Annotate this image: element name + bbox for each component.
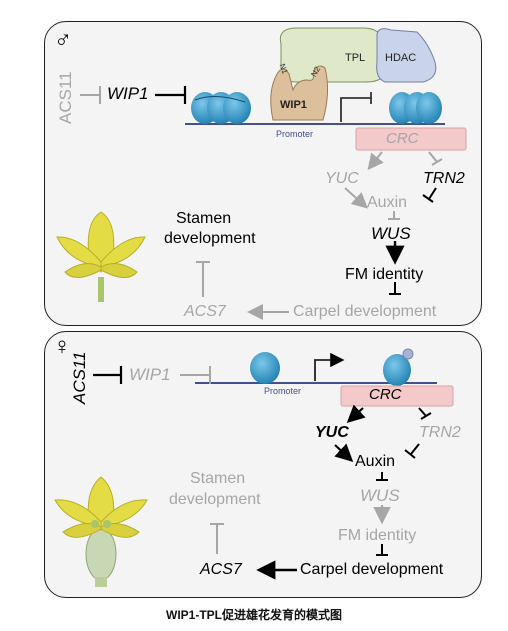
crc-label: CRC bbox=[386, 130, 419, 147]
nucleosome-right bbox=[383, 354, 411, 386]
nucleosome-left bbox=[250, 352, 280, 384]
wip1-gene-label: WIP1 bbox=[129, 365, 171, 384]
yuc-label: YUC bbox=[315, 424, 349, 441]
crc-box bbox=[355, 127, 467, 151]
crc-box bbox=[340, 385, 454, 407]
tpl-protein bbox=[279, 27, 386, 83]
carpel-development-label: Carpel development bbox=[293, 303, 437, 320]
carpel-development-label: Carpel development bbox=[300, 561, 444, 578]
female-diagram-graphics bbox=[54, 348, 454, 587]
trn2-label: TRN2 bbox=[419, 424, 461, 441]
figure-caption: WIP1-TPL促进雄花发育的模式图 bbox=[166, 608, 342, 622]
yuc-label: YUC bbox=[325, 170, 359, 187]
male-flower-panel: ♂ TPL HDAC N1 N2 WIP1 Promoter ACS11 WIP… bbox=[44, 21, 482, 326]
hdac-protein bbox=[376, 28, 437, 83]
stamen-label-line2: development bbox=[164, 230, 256, 247]
acs7-label: ACS7 bbox=[200, 561, 242, 578]
male-diagram-graphics bbox=[56, 27, 467, 320]
promoter-label: Promoter bbox=[276, 129, 314, 139]
wus-label: WUS bbox=[360, 486, 400, 505]
acetyl-mark bbox=[402, 348, 414, 360]
tpl-label: TPL bbox=[345, 52, 366, 64]
promoter-label: Promoter bbox=[264, 386, 302, 396]
fm-identity-label: FM identity bbox=[338, 527, 417, 544]
trn2-label: TRN2 bbox=[423, 170, 465, 187]
stamen-label-line2: development bbox=[169, 491, 261, 508]
nucleosome-left bbox=[191, 92, 251, 124]
male-flower-illustration bbox=[56, 211, 146, 302]
wip1-protein-label: WIP1 bbox=[280, 99, 307, 111]
acs11-label: ACS11 bbox=[70, 351, 89, 404]
wus-label: WUS bbox=[371, 224, 411, 243]
auxin-label: Auxin bbox=[367, 194, 408, 211]
nucleosome-right bbox=[389, 92, 442, 124]
wip1-gene-label: WIP1 bbox=[107, 84, 149, 103]
stamen-label-line1: Stamen bbox=[176, 210, 232, 227]
hdac-label: HDAC bbox=[385, 52, 417, 64]
fm-identity-label: FM identity bbox=[345, 266, 424, 283]
female-flower-illustration bbox=[54, 476, 148, 587]
male-symbol: ♂ bbox=[54, 26, 72, 53]
crc-label: CRC bbox=[369, 386, 402, 403]
female-flower-panel: ♀ ACS11 WIP1 Promoter CRC YUC TRN2 Auxin… bbox=[44, 331, 482, 598]
stamen-label-line1: Stamen bbox=[190, 470, 246, 487]
female-symbol: ♀ bbox=[53, 333, 71, 360]
acs11-label: ACS11 bbox=[56, 71, 75, 124]
acs7-label: ACS7 bbox=[184, 303, 226, 320]
auxin-label: Auxin bbox=[355, 453, 396, 470]
wip1-protein bbox=[270, 65, 329, 121]
